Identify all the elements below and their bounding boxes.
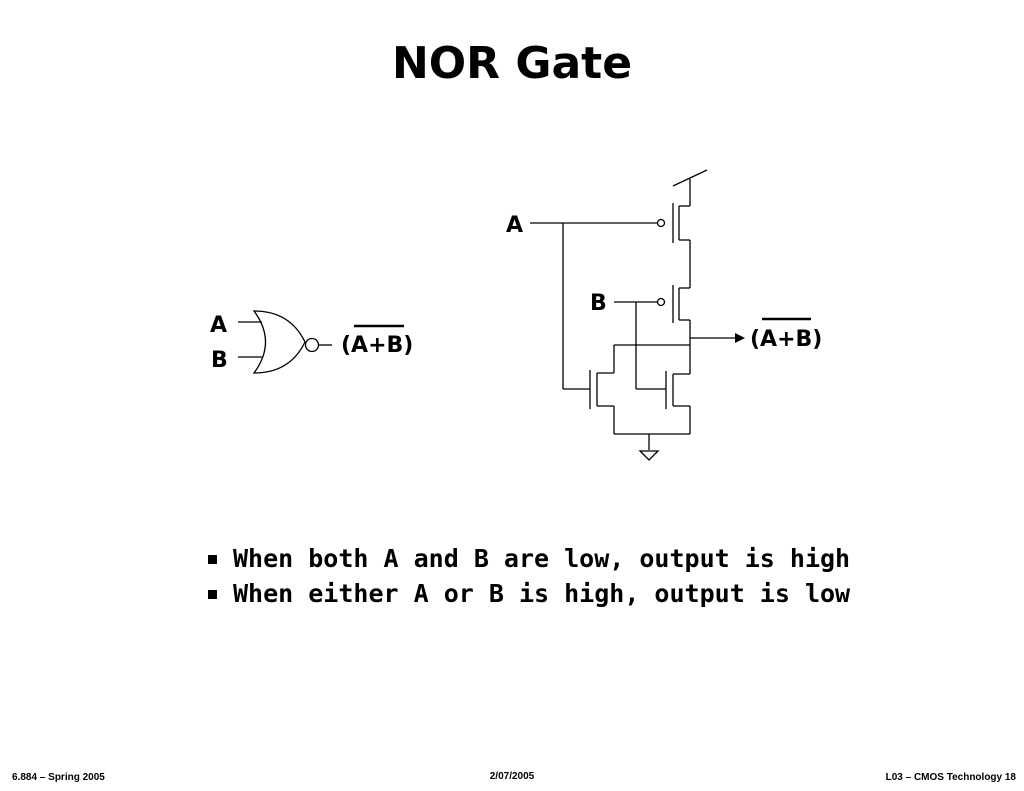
ground-icon <box>638 450 660 461</box>
bullet-item: When both A and B are low, output is hig… <box>208 541 850 576</box>
output-arrow-icon <box>735 333 745 343</box>
pmos-b <box>656 285 690 323</box>
footer-date: 2/07/2005 <box>489 771 535 782</box>
gate-output-label: (A+B) <box>341 333 413 358</box>
nor-gate-body <box>252 310 306 374</box>
square-bullet-icon <box>208 590 217 599</box>
circuit-output-label: (A+B) <box>750 327 822 352</box>
gate-label-b: B <box>211 348 228 373</box>
footer-course: 6.884 – Spring 2005 <box>12 772 105 783</box>
nmos-b <box>665 371 691 434</box>
footer-slide-info: L03 – CMOS Technology 18 <box>885 772 1016 783</box>
circuit-label-b: B <box>590 291 607 316</box>
cmos-schematic <box>530 169 811 461</box>
nmos-a <box>589 345 615 434</box>
bullet-list: When both A and B are low, output is hig… <box>208 541 850 611</box>
nor-gate-symbol <box>238 310 404 374</box>
slide-title: NOR Gate <box>391 38 633 89</box>
circuit-label-a: A <box>506 213 523 238</box>
vdd-rail <box>672 169 708 187</box>
square-bullet-icon <box>208 555 217 564</box>
nor-gate-inversion-bubble <box>304 337 320 353</box>
bullet-text: When both A and B are low, output is hig… <box>233 544 851 573</box>
pmos-a <box>656 203 690 243</box>
bullet-item: When either A or B is high, output is lo… <box>208 576 850 611</box>
gate-label-a: A <box>210 313 227 338</box>
bullet-text: When either A or B is high, output is lo… <box>233 579 851 608</box>
